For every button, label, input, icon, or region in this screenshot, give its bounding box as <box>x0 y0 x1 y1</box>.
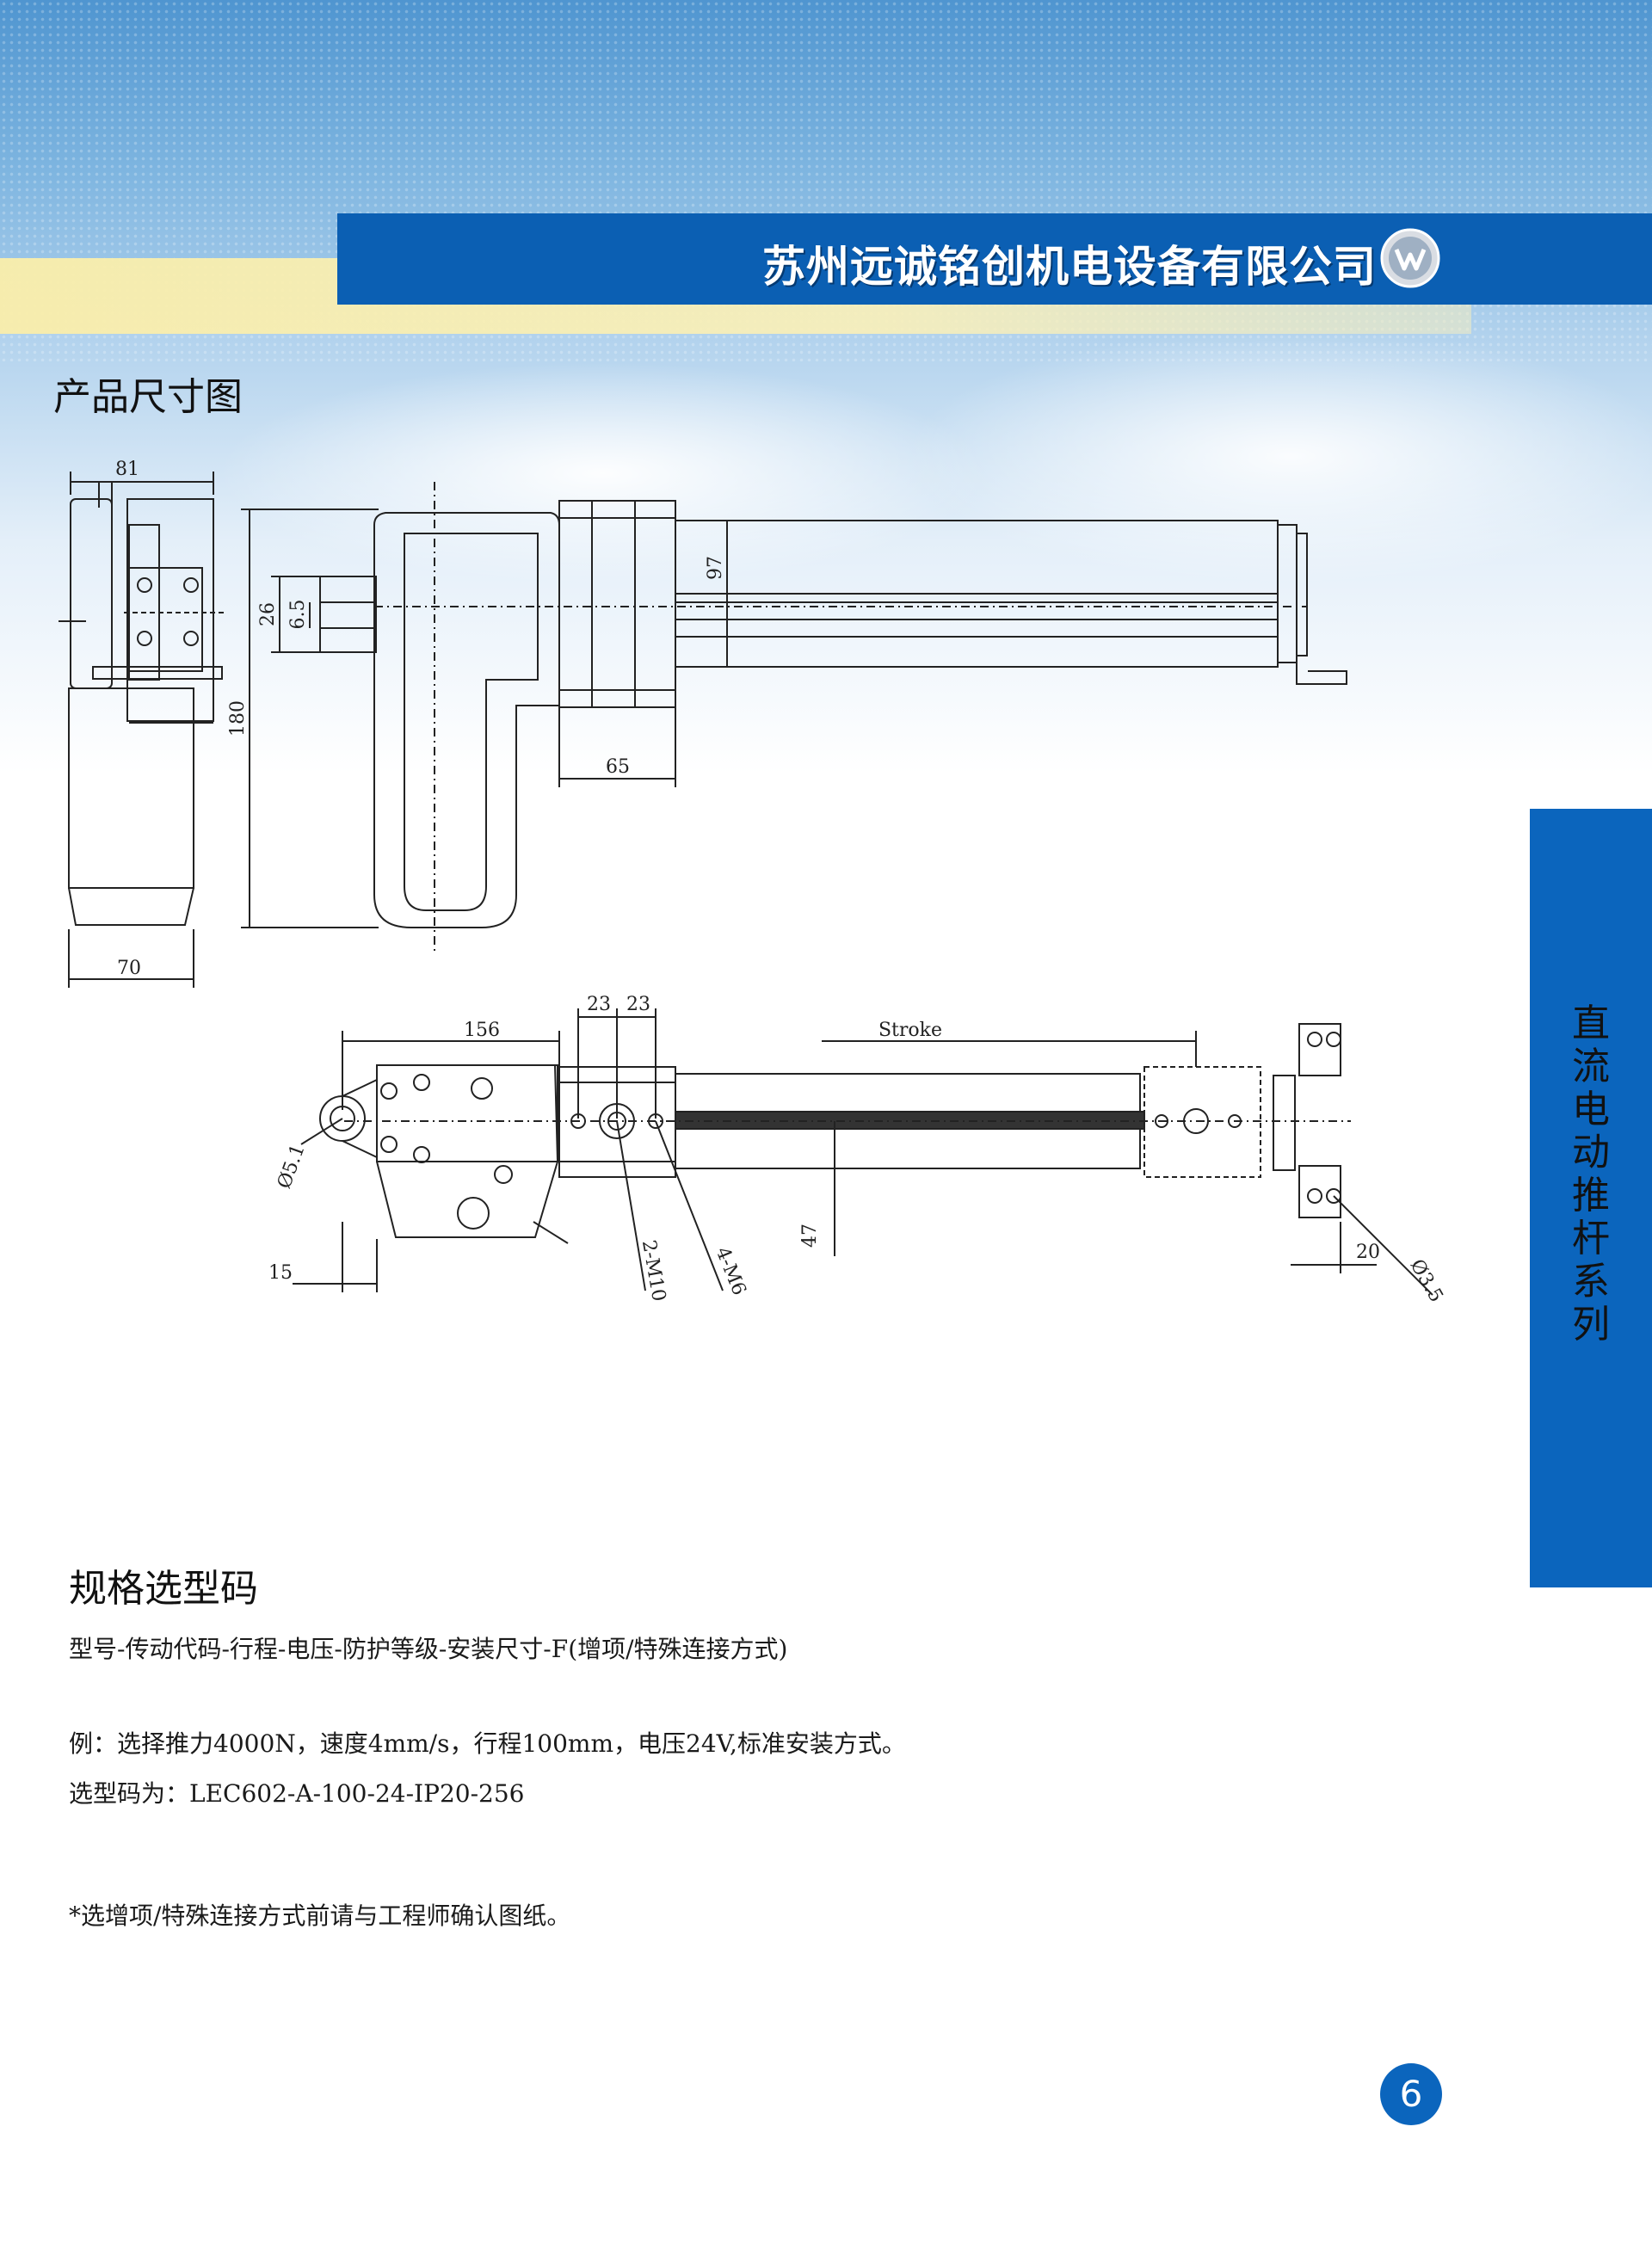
side-view <box>59 482 224 926</box>
dim-6-5: 6.5 <box>287 600 309 630</box>
spec-code: 选型码为：LEC602-A-100-24-IP20-256 <box>69 1779 525 1808</box>
dim-15: 15 <box>268 1262 293 1284</box>
side-tab-label: 直流电动推杆系列 <box>1572 1002 1610 1347</box>
drawing-section-title: 产品尺寸图 <box>53 375 243 419</box>
company-name: 苏州远诚铭创机电设备有限公司 <box>762 242 1377 292</box>
company-logo <box>1380 228 1440 288</box>
dim-20: 20 <box>1356 1242 1380 1263</box>
side-tab: 直流电动推杆系列 <box>1530 809 1652 1587</box>
dim-diameter-5-1: Ø5.1 <box>274 1142 310 1192</box>
dim-156: 156 <box>464 1020 500 1041</box>
dimension-drawing: 81 70 180 26 6.5 97 65 156 23 23 Stroke … <box>59 459 1447 1306</box>
dim-diameter-3-5: Ø3.5 <box>1406 1256 1447 1306</box>
page-number: 6 <box>1380 2063 1442 2125</box>
dim-65: 65 <box>606 756 630 778</box>
spec-example: 例：选择推力4000N，速度4mm/s，行程100mm，电压24V,标准安装方式… <box>69 1729 906 1758</box>
bottom-view <box>319 1023 1351 1244</box>
dim-26: 26 <box>257 602 279 626</box>
dim-70: 70 <box>117 958 141 979</box>
front-view <box>319 482 1347 955</box>
dim-23-a: 23 <box>587 994 611 1015</box>
dim-47: 47 <box>799 1224 821 1248</box>
header-bar: 苏州远诚铭创机电设备有限公司 <box>337 213 1652 305</box>
background-cloud <box>215 361 989 585</box>
dim-81: 81 <box>115 459 139 480</box>
spec-section-title: 规格选型码 <box>69 1567 258 1611</box>
dim-23-b: 23 <box>626 994 650 1015</box>
dim-stroke: Stroke <box>878 1020 942 1041</box>
spec-format: 型号-传动代码-行程-电压-防护等级-安装尺寸-F(增项/特殊连接方式) <box>69 1635 788 1663</box>
dim-4-m6: 4-M6 <box>712 1244 750 1298</box>
dim-97: 97 <box>705 556 726 580</box>
spec-note: *选增项/特殊连接方式前请与工程师确认图纸。 <box>69 1902 571 1930</box>
dim-180: 180 <box>227 700 249 737</box>
